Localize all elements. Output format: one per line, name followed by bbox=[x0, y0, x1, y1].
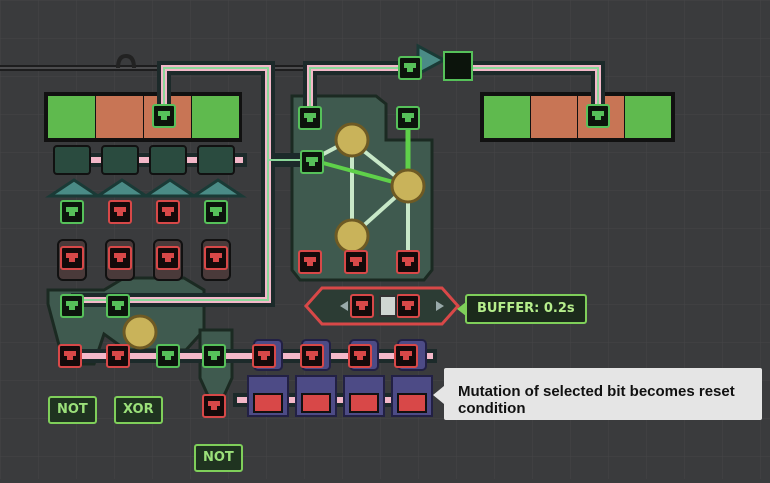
and-gate-icon[interactable] bbox=[122, 122, 426, 350]
signal-bar-left bbox=[44, 92, 242, 142]
wire-network bbox=[53, 61, 605, 407]
not-gate-label-left: NOT bbox=[48, 396, 97, 424]
signal-bar-right bbox=[480, 92, 675, 142]
buffer-label: BUFFER: 0.2s bbox=[457, 294, 587, 324]
buffer-gate-icon[interactable] bbox=[340, 295, 444, 317]
xor-gate-label: XOR bbox=[114, 396, 163, 424]
reset-gate-outputs bbox=[253, 393, 427, 413]
not-gate-label-bottom: NOT bbox=[194, 444, 243, 472]
tooltip-reset-condition: Mutation of selected bit becomes reset c… bbox=[433, 368, 762, 420]
